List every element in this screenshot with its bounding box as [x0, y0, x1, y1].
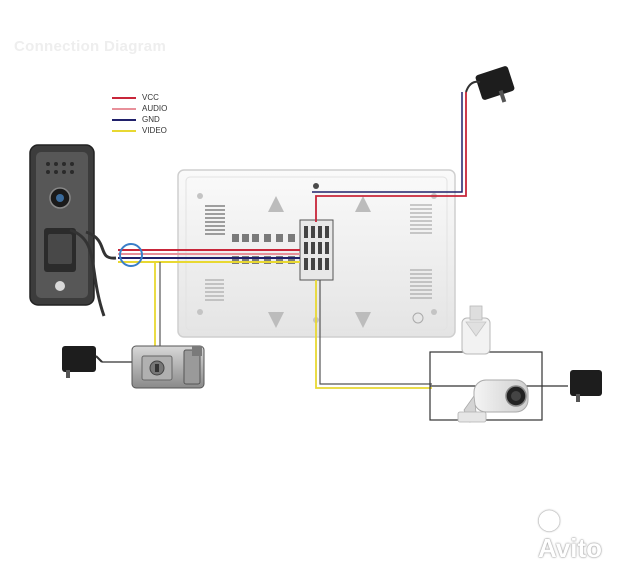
legend-label-audio: AUDIO	[142, 104, 168, 113]
legend-swatch-vcc	[112, 97, 136, 99]
doorbell-camera-icon	[29, 144, 143, 317]
avito-watermark: ⬤ Avito	[538, 502, 618, 564]
avito-watermark-text: Avito	[538, 533, 603, 563]
legend-item-gnd: GND	[112, 114, 202, 125]
terminal-block	[299, 219, 334, 281]
electric-lock-icon	[131, 345, 205, 389]
wiring	[102, 92, 568, 421]
legend-item-vcc: VCC	[112, 92, 202, 103]
legend-label-video: VIDEO	[142, 126, 167, 135]
legend-label-vcc: VCC	[142, 93, 159, 102]
power-adapter-icon	[570, 370, 602, 402]
diagram-canvas	[29, 66, 602, 423]
legend-swatch-video	[112, 130, 136, 132]
indoor-monitor-icon	[177, 169, 456, 338]
legend-label-gnd: GND	[142, 115, 160, 124]
legend-swatch-gnd	[112, 119, 136, 121]
motion-sensor-icon	[461, 305, 491, 355]
connector-ports	[232, 234, 295, 264]
legend-item-audio: AUDIO	[112, 103, 202, 114]
avito-logo-icon: ⬤	[538, 509, 561, 531]
connection-diagram: Connection Diagram VCC AUDIO GND VIDEO	[14, 38, 602, 563]
legend-swatch-audio	[112, 108, 136, 110]
cctv-camera-icon	[457, 379, 529, 423]
power-adapter-icon	[465, 66, 515, 103]
speaker-grille	[205, 205, 225, 235]
wire-legend: VCC AUDIO GND VIDEO	[112, 92, 202, 136]
diagram-title: Connection Diagram	[14, 38, 167, 55]
legend-item-video: VIDEO	[112, 125, 202, 136]
power-adapter-icon	[62, 346, 103, 378]
